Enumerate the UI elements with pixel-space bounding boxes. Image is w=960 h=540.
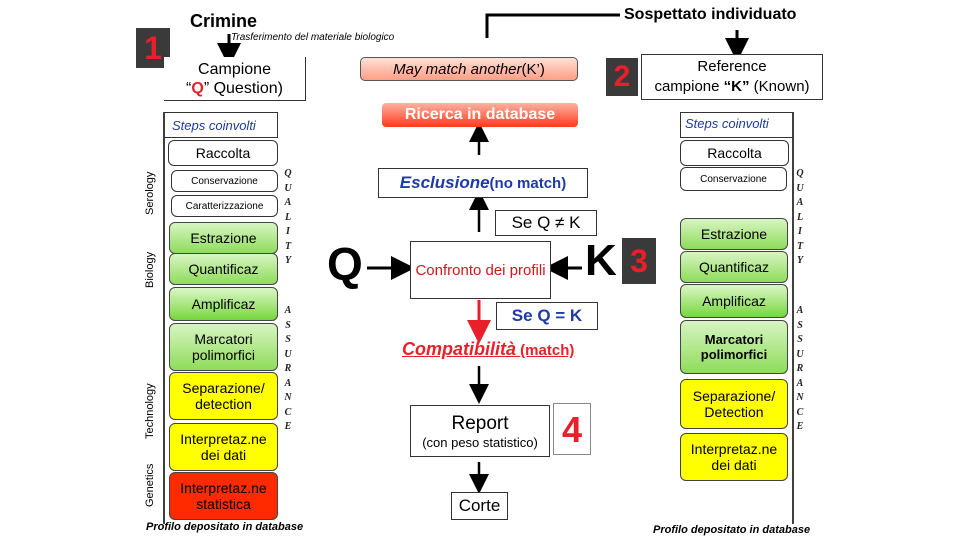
right-quality-letter: U bbox=[796, 182, 804, 194]
left-assurance-letter: S bbox=[285, 334, 291, 345]
genetics-label: Genetics bbox=[144, 463, 156, 507]
left-assurance-letter: C bbox=[284, 406, 292, 418]
right-assurance-letter: A bbox=[796, 377, 804, 389]
left-assurance-letter: E bbox=[284, 421, 292, 432]
right-quantificaz: Quantificaz bbox=[680, 251, 788, 283]
right-interpretaz-dati: Interpretaz.ne dei dati bbox=[680, 433, 788, 481]
right-quality-letter: L bbox=[796, 211, 804, 223]
left-assurance-letter: A bbox=[284, 377, 292, 389]
right-assurance-letter: E bbox=[796, 421, 804, 432]
left-interpretaz-statistica: Interpretaz.ne statistica bbox=[169, 472, 278, 520]
reference-k-box: Reference campione “K” (Known) bbox=[641, 54, 823, 100]
right-assurance-letter: S bbox=[797, 334, 803, 345]
corte-box: Corte bbox=[451, 492, 508, 520]
right-assurance-letter: R bbox=[796, 363, 804, 374]
serology-label: Serology bbox=[144, 171, 156, 215]
report-box: Report (con peso statistico) bbox=[410, 405, 550, 457]
left-assurance-letter: U bbox=[284, 348, 292, 360]
reference-k: “K” bbox=[723, 78, 750, 95]
right-quality-letter: Q bbox=[796, 168, 804, 179]
right-estrazione: Estrazione bbox=[680, 218, 788, 250]
technology-label: Technology bbox=[144, 383, 156, 439]
reference-line1: Reference bbox=[697, 58, 767, 75]
left-assurance-letter: A bbox=[284, 305, 292, 316]
campione-q: Q bbox=[191, 79, 204, 97]
left-separazione: Separazione/ detection bbox=[169, 372, 278, 420]
left-quality-letter: T bbox=[284, 240, 292, 252]
right-assurance-letter: A bbox=[796, 305, 804, 316]
report-title: Report bbox=[451, 412, 509, 434]
left-conservazione: Conservazione bbox=[171, 170, 278, 192]
ricerca-database-box: Ricerca in database bbox=[382, 103, 578, 127]
left-assurance-letter: R bbox=[284, 363, 292, 374]
left-interpretaz-dati: Interpretaz.ne dei dati bbox=[169, 423, 278, 471]
may-match-box: May match another (K’) bbox=[360, 57, 578, 81]
right-assurance-letter: S bbox=[797, 319, 803, 331]
left-amplificaz: Amplificaz bbox=[169, 287, 278, 321]
right-steps-box: Steps coinvolti bbox=[680, 112, 793, 138]
right-quality-letter: Y bbox=[796, 255, 804, 266]
trasferimento-label: Trasferimento del materiale biologico bbox=[231, 32, 395, 43]
right-marcatori: Marcatori polimorfici bbox=[680, 320, 788, 374]
esclusione-box: Esclusione (no match) bbox=[378, 168, 588, 198]
right-quality-letter: I bbox=[798, 226, 802, 237]
left-quality-letter: I bbox=[286, 226, 290, 237]
campione-line2: “Q” Question) bbox=[186, 79, 283, 97]
se-q-eq-k-box: Se Q = K bbox=[496, 302, 598, 330]
k-big-label: K bbox=[585, 236, 617, 285]
left-quality-letter: Y bbox=[284, 255, 292, 266]
campione-q-box: Campione “Q” Question) bbox=[164, 57, 306, 101]
left-quality-letter: Q bbox=[284, 168, 292, 179]
left-raccolta: Raccolta bbox=[168, 140, 278, 166]
left-quantificaz: Quantificaz bbox=[169, 253, 278, 285]
right-quality-letter: A bbox=[796, 197, 804, 208]
right-separazione: Separazione/ Detection bbox=[680, 379, 788, 429]
campione-line1: Campione bbox=[198, 60, 271, 78]
right-assurance-letter: U bbox=[796, 348, 804, 360]
biology-label: Biology bbox=[144, 251, 156, 289]
left-quality-letter: A bbox=[284, 197, 292, 208]
right-assurance-letter: C bbox=[796, 406, 804, 418]
crimine-label: Crimine bbox=[190, 11, 258, 31]
left-estrazione: Estrazione bbox=[169, 222, 278, 254]
left-steps-box: Steps coinvolti bbox=[164, 112, 278, 138]
confronto-box: Confronto dei profili bbox=[410, 241, 551, 299]
right-conservazione: Conservazione bbox=[680, 167, 787, 191]
left-assurance-letter: N bbox=[284, 392, 292, 403]
reference-line2: campione “K” (Known) bbox=[654, 78, 810, 95]
left-caratterizzazione: Caratterizzazione bbox=[171, 195, 278, 217]
report-subtitle: (con peso statistico) bbox=[422, 434, 538, 450]
compatibilita-label: Compatibilità (match) bbox=[402, 339, 575, 359]
step-number-2: 2 bbox=[606, 58, 638, 96]
se-q-ne-k-box: Se Q ≠ K bbox=[495, 210, 597, 236]
left-quality-letter: L bbox=[284, 211, 292, 223]
right-footer: Profilo depositato in database bbox=[653, 524, 811, 536]
left-marcatori: Marcatori polimorfici bbox=[169, 323, 278, 371]
left-quality-letter: U bbox=[284, 182, 292, 194]
step-number-4: 4 bbox=[553, 403, 591, 455]
left-footer: Profilo depositato in database bbox=[146, 521, 304, 533]
q-big-label: Q bbox=[327, 238, 363, 290]
sospettato-label: Sospettato individuato bbox=[624, 6, 797, 23]
right-quality-letter: T bbox=[796, 240, 804, 252]
right-assurance-letter: N bbox=[796, 392, 804, 403]
step-number-3: 3 bbox=[622, 238, 656, 284]
left-assurance-letter: S bbox=[285, 319, 291, 331]
right-amplificaz: Amplificaz bbox=[680, 284, 788, 318]
right-raccolta: Raccolta bbox=[680, 140, 789, 166]
